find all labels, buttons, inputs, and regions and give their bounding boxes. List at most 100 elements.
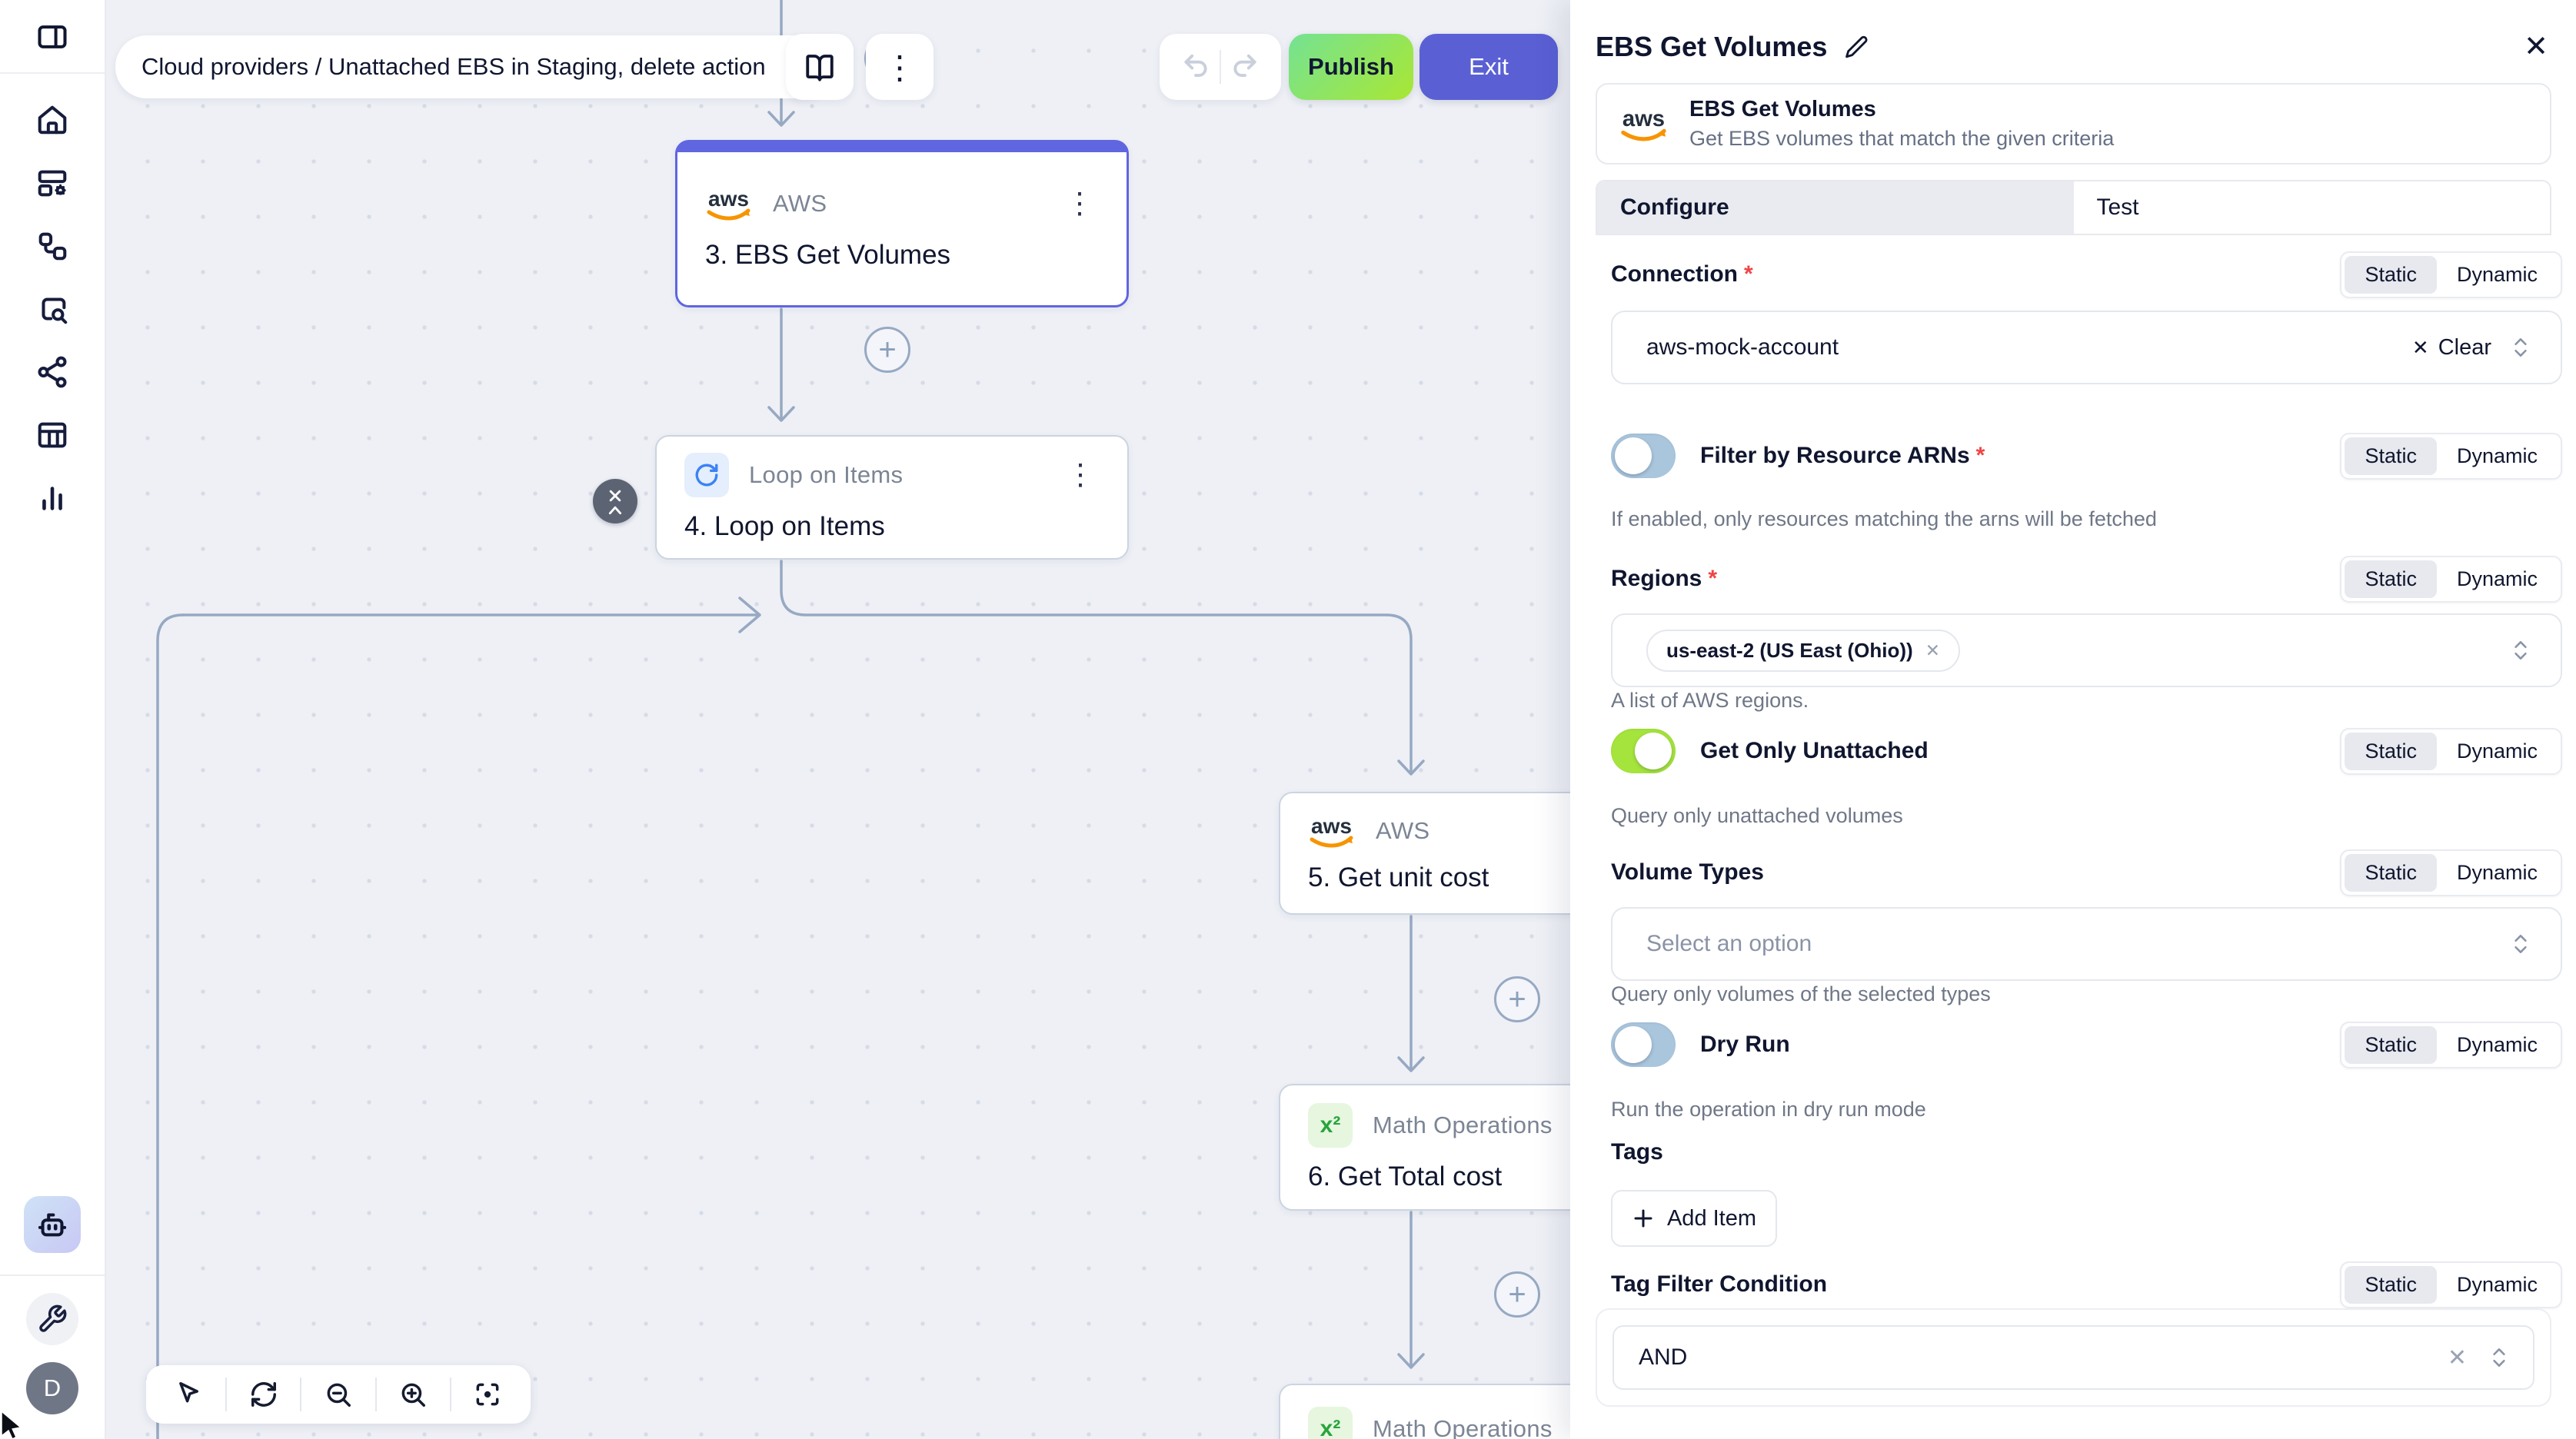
sidebar-item-search-cases[interactable] bbox=[25, 287, 80, 331]
field-label-volume-types: Volume Types bbox=[1611, 859, 1764, 885]
clear-button[interactable]: Clear bbox=[2438, 334, 2491, 360]
static-option[interactable]: Static bbox=[2345, 560, 2437, 598]
dynamic-option[interactable]: Dynamic bbox=[2456, 567, 2538, 590]
exit-button[interactable]: Exit bbox=[1419, 34, 1558, 100]
clear-x-icon[interactable]: ✕ bbox=[2447, 1344, 2467, 1371]
user-avatar[interactable]: D bbox=[26, 1362, 78, 1414]
edit-pencil-icon[interactable] bbox=[1844, 34, 1870, 60]
dynamic-option[interactable]: Dynamic bbox=[2456, 860, 2538, 884]
node-title: 3. EBS Get Volumes bbox=[705, 240, 951, 270]
selected-node-accent bbox=[677, 141, 1127, 152]
remove-chip-icon[interactable]: ✕ bbox=[1925, 640, 1940, 660]
tag-filter-select[interactable]: AND ✕ bbox=[1612, 1325, 2534, 1390]
home-icon bbox=[38, 105, 67, 135]
refresh-layout-button[interactable] bbox=[227, 1380, 300, 1409]
node-loop-on-items[interactable]: Loop on Items ⋮ 4. Loop on Items bbox=[655, 435, 1129, 560]
zoom-out-button[interactable] bbox=[301, 1380, 374, 1409]
dynamic-option[interactable]: Dynamic bbox=[2456, 739, 2538, 763]
field-help-volume-types: Query only volumes of the selected types bbox=[1611, 982, 1991, 1005]
required-marker: * bbox=[1975, 443, 1985, 468]
node-title: 4. Loop on Items bbox=[684, 511, 885, 541]
field-help-get-only-unattached: Query only unattached volumes bbox=[1611, 804, 1903, 827]
static-dynamic-switch: Static Dynamic bbox=[2340, 727, 2562, 775]
add-step-button[interactable]: + bbox=[1494, 976, 1540, 1022]
publish-button[interactable]: Publish bbox=[1289, 34, 1413, 100]
static-option[interactable]: Static bbox=[2345, 437, 2437, 475]
tab-configure[interactable]: Configure bbox=[1597, 181, 2074, 234]
panel-title: EBS Get Volumes bbox=[1596, 31, 1828, 62]
sidebar-item-tables[interactable] bbox=[25, 414, 80, 457]
static-option[interactable]: Static bbox=[2345, 1025, 2437, 1064]
dynamic-option[interactable]: Dynamic bbox=[2456, 262, 2538, 286]
regions-multiselect[interactable]: us-east-2 (US East (Ohio)) ✕ bbox=[1611, 613, 2562, 687]
static-option[interactable]: Static bbox=[2345, 732, 2437, 770]
field-help-dry-run: Run the operation in dry run mode bbox=[1611, 1098, 1926, 1121]
tab-test[interactable]: Test bbox=[2096, 194, 2139, 220]
add-item-label: Add Item bbox=[1666, 1205, 1757, 1231]
static-option[interactable]: Static bbox=[2345, 1265, 2437, 1304]
math-operations-icon: x² bbox=[1308, 1407, 1353, 1439]
tag-filter-group: AND ✕ bbox=[1596, 1308, 2551, 1407]
region-chip[interactable]: us-east-2 (US East (Ohio)) ✕ bbox=[1646, 629, 1960, 672]
volume-types-placeholder: Select an option bbox=[1646, 931, 1812, 956]
math-operations-icon: x² bbox=[1308, 1102, 1353, 1148]
sidebar-item-share[interactable] bbox=[25, 351, 80, 394]
select-chevrons-icon[interactable] bbox=[2511, 638, 2530, 663]
canvas-toolbar bbox=[146, 1365, 531, 1424]
static-dynamic-switch: Static Dynamic bbox=[2340, 849, 2562, 896]
sidebar-toggle-button[interactable] bbox=[0, 0, 105, 74]
sidebar-item-workflows[interactable] bbox=[25, 224, 80, 268]
zoom-in-icon bbox=[401, 1383, 426, 1407]
static-option[interactable]: Static bbox=[2345, 853, 2437, 892]
dynamic-option[interactable]: Dynamic bbox=[2456, 1032, 2538, 1056]
filter-arns-toggle[interactable] bbox=[1611, 434, 1676, 478]
add-step-button[interactable]: + bbox=[864, 327, 910, 373]
field-label-tag-filter: Tag Filter Condition bbox=[1611, 1271, 1828, 1297]
collapse-loop-badge[interactable] bbox=[593, 479, 637, 523]
connection-select[interactable]: aws-mock-account ✕ Clear bbox=[1611, 311, 2562, 384]
fit-view-button[interactable] bbox=[451, 1380, 524, 1409]
sidebar-item-automations[interactable] bbox=[25, 161, 80, 204]
static-option[interactable]: Static bbox=[2345, 255, 2437, 294]
sidebar-item-home[interactable] bbox=[25, 98, 80, 141]
aws-icon: aws bbox=[1621, 107, 1666, 141]
action-summary-card: aws EBS Get Volumes Get EBS volumes that… bbox=[1596, 83, 2551, 165]
refresh-icon bbox=[251, 1382, 276, 1407]
select-chevrons-icon[interactable] bbox=[2490, 1345, 2508, 1370]
dry-run-toggle[interactable] bbox=[1611, 1022, 1676, 1067]
clear-x-icon[interactable]: ✕ bbox=[2411, 335, 2429, 359]
sidebar: D bbox=[0, 0, 106, 1439]
case-search-icon bbox=[42, 297, 68, 324]
node-ebs-get-volumes[interactable]: aws AWS ⋮ 3. EBS Get Volumes bbox=[675, 140, 1129, 307]
static-dynamic-switch: Static Dynamic bbox=[2340, 555, 2562, 603]
tag-filter-value: AND bbox=[1639, 1344, 1688, 1370]
add-step-button[interactable]: + bbox=[1494, 1271, 1540, 1318]
sidebar-item-ai-assistant-active[interactable] bbox=[24, 1196, 81, 1253]
aws-icon: aws bbox=[1310, 814, 1353, 848]
zoom-in-button[interactable] bbox=[377, 1380, 450, 1409]
close-panel-icon[interactable]: ✕ bbox=[2524, 31, 2548, 63]
workflow-selector[interactable]: Cloud providers / Unattached EBS in Stag… bbox=[115, 35, 834, 98]
layout-settings-icon bbox=[38, 170, 67, 197]
docs-button[interactable] bbox=[786, 34, 854, 100]
connection-value: aws-mock-account bbox=[1646, 334, 1839, 360]
more-options-kebab-icon[interactable]: ⋮ bbox=[866, 34, 934, 100]
volume-types-select[interactable]: Select an option bbox=[1611, 907, 2562, 981]
node-menu-kebab-icon[interactable]: ⋮ bbox=[1066, 458, 1095, 491]
node-menu-kebab-icon[interactable]: ⋮ bbox=[1065, 187, 1094, 220]
node-app-label: Math Operations bbox=[1373, 1111, 1553, 1138]
sidebar-item-analytics[interactable] bbox=[25, 477, 80, 520]
dynamic-option[interactable]: Dynamic bbox=[2456, 1272, 2538, 1296]
required-marker: * bbox=[1708, 566, 1718, 591]
dynamic-option[interactable]: Dynamic bbox=[2456, 444, 2538, 467]
redo-button[interactable] bbox=[1230, 52, 1260, 81]
focus-icon bbox=[476, 1383, 499, 1406]
undo-button[interactable] bbox=[1181, 52, 1210, 81]
settings-button[interactable] bbox=[26, 1293, 78, 1345]
pointer-tool-button[interactable] bbox=[152, 1380, 225, 1409]
select-chevrons-icon[interactable] bbox=[2511, 335, 2530, 360]
select-chevrons-icon[interactable] bbox=[2511, 932, 2530, 956]
get-only-unattached-toggle[interactable] bbox=[1611, 729, 1676, 773]
add-tag-item-button[interactable]: Add Item bbox=[1611, 1190, 1777, 1247]
field-help-regions: A list of AWS regions. bbox=[1611, 689, 1809, 712]
